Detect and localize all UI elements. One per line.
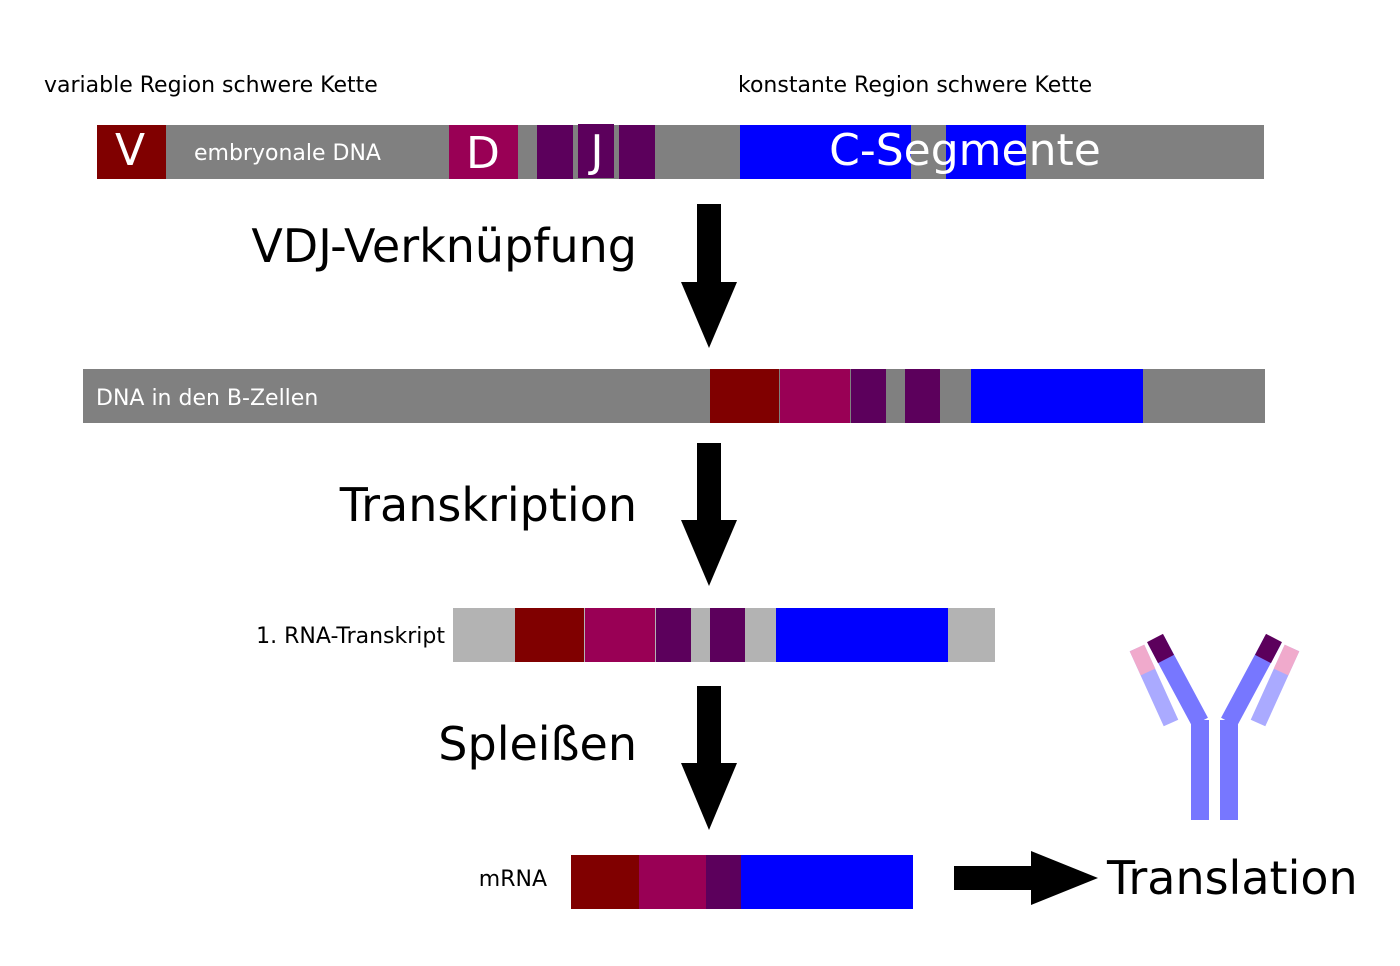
arrow-down-icon — [681, 204, 737, 348]
constant-region-label: konstante Region schwere Kette — [738, 73, 1092, 98]
arrow-down-icon — [681, 443, 737, 586]
transcription-step-label: Transkription — [339, 478, 637, 532]
b-cell-dna-label: DNA in den B-Zellen — [96, 386, 318, 411]
j-segment-1 — [656, 608, 691, 662]
j-segment-2 — [905, 369, 940, 423]
antibody-heavy-stem-right — [1220, 720, 1238, 820]
antibody-variable-tip-right — [1255, 633, 1282, 664]
j-segment-2 — [710, 608, 745, 662]
c-segment-1 — [740, 125, 911, 179]
d-segment — [780, 369, 850, 423]
c-segment-2 — [946, 125, 1026, 179]
antibody-heavy-stem-left — [1191, 720, 1209, 820]
c-segment — [741, 855, 913, 909]
v-segment — [515, 608, 584, 662]
j-segment-label: J — [588, 126, 604, 177]
embryonic-dna-backbone — [97, 125, 1264, 179]
j-segment-2 — [578, 124, 614, 178]
mrna-label: mRNA — [479, 867, 547, 892]
c-segment — [776, 608, 948, 662]
d-segment — [639, 855, 706, 909]
d-segment-label: D — [466, 128, 500, 179]
mrna-strand — [571, 855, 913, 909]
antibody-icon — [1129, 633, 1300, 820]
rna-transcript-strand — [453, 608, 995, 662]
variable-region-label: variable Region schwere Kette — [44, 73, 378, 98]
arrow-right-icon — [954, 851, 1098, 905]
arrow-down-icon — [681, 686, 737, 830]
j-segment — [706, 855, 741, 909]
d-segment — [585, 608, 655, 662]
antibody-light-tip-right — [1273, 644, 1300, 676]
j-segment-1 — [851, 369, 886, 423]
c-segment — [971, 369, 1143, 423]
c-segments-label: C-Segmente — [829, 125, 1101, 176]
v-segment-label: V — [115, 125, 145, 176]
splicing-step-label: Spleißen — [438, 717, 637, 771]
embryonic-dna-label: embryonale DNA — [194, 141, 381, 166]
j-segment-1 — [537, 125, 573, 179]
v-segment — [97, 125, 166, 179]
j-segment-3 — [619, 125, 655, 179]
antibody-variable-tip-left — [1147, 633, 1174, 664]
translation-step-label: Translation — [1106, 851, 1358, 905]
d-segment — [449, 125, 518, 179]
v-segment — [571, 855, 639, 909]
vdj-step-label: VDJ-Verknüpfung — [251, 219, 637, 273]
v-segment — [710, 369, 779, 423]
rna-transcript-label: 1. RNA-Transkript — [256, 624, 445, 649]
embryonic-dna-strand: V embryonale DNA D J C-Segmente — [97, 124, 1264, 179]
antibody-light-tip-left — [1129, 644, 1156, 676]
b-cell-dna-strand: DNA in den B-Zellen — [83, 369, 1265, 423]
